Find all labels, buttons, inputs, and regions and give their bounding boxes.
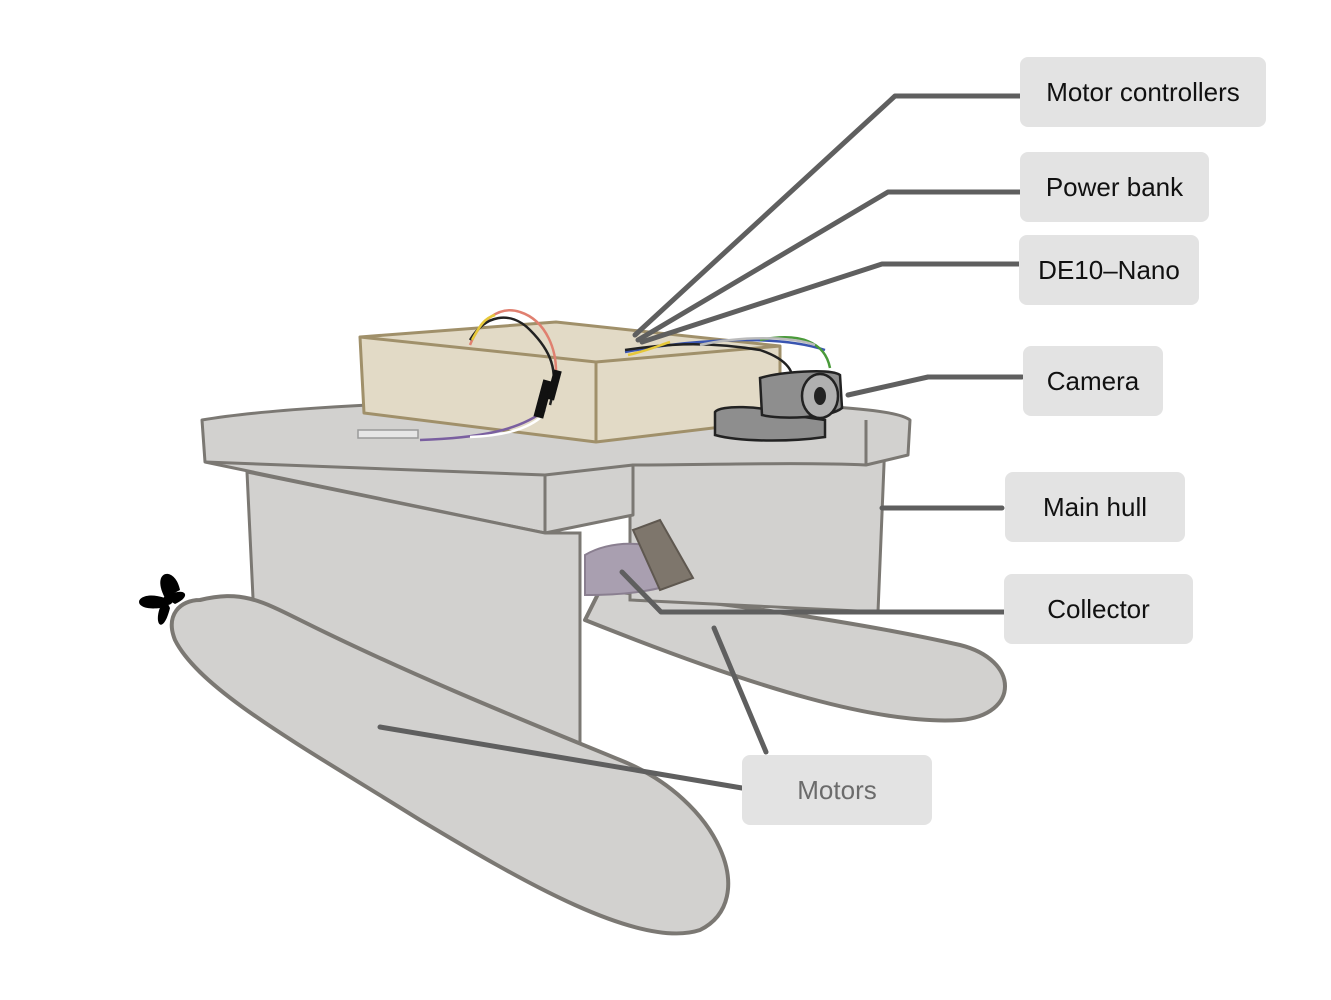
label-de10-nano: DE10–Nano bbox=[1019, 235, 1199, 305]
label-main-hull: Main hull bbox=[1005, 472, 1185, 542]
leader-motor-controllers bbox=[632, 93, 1025, 338]
wires bbox=[419, 309, 832, 442]
label-power-bank: Power bank bbox=[1020, 152, 1209, 222]
leader-camera bbox=[845, 374, 1025, 398]
leader-de10-nano bbox=[639, 261, 1025, 345]
label-motor-controllers-text: Motor controllers bbox=[1046, 77, 1240, 107]
leader-collector bbox=[619, 569, 1008, 615]
propeller-icon bbox=[139, 573, 186, 625]
leader-power-bank bbox=[635, 189, 1025, 343]
label-camera-text: Camera bbox=[1046, 366, 1140, 396]
label-de10-nano-text: DE10–Nano bbox=[1038, 255, 1180, 285]
electronics-box bbox=[358, 320, 782, 444]
leader-motors-front bbox=[377, 724, 745, 791]
label-motors: Motors bbox=[742, 755, 932, 825]
label-collector-text: Collector bbox=[1047, 594, 1150, 624]
wire-connector bbox=[546, 369, 562, 401]
deck-edge bbox=[204, 420, 868, 533]
label-camera: Camera bbox=[1023, 346, 1163, 416]
camera-icon bbox=[713, 370, 844, 442]
label-power-bank-text: Power bank bbox=[1045, 172, 1184, 202]
collector-scoop bbox=[631, 518, 695, 592]
deck-slot bbox=[357, 429, 419, 439]
label-collector: Collector bbox=[1004, 574, 1193, 644]
leader-lines bbox=[377, 93, 1025, 791]
wire-connector bbox=[533, 379, 554, 419]
label-main-hull-text: Main hull bbox=[1042, 492, 1148, 522]
label-motor-controllers: Motor controllers bbox=[1020, 57, 1266, 127]
left-pontoon bbox=[169, 594, 731, 936]
leader-motors-rear bbox=[711, 625, 769, 755]
label-motors-text: Motors bbox=[797, 775, 877, 805]
